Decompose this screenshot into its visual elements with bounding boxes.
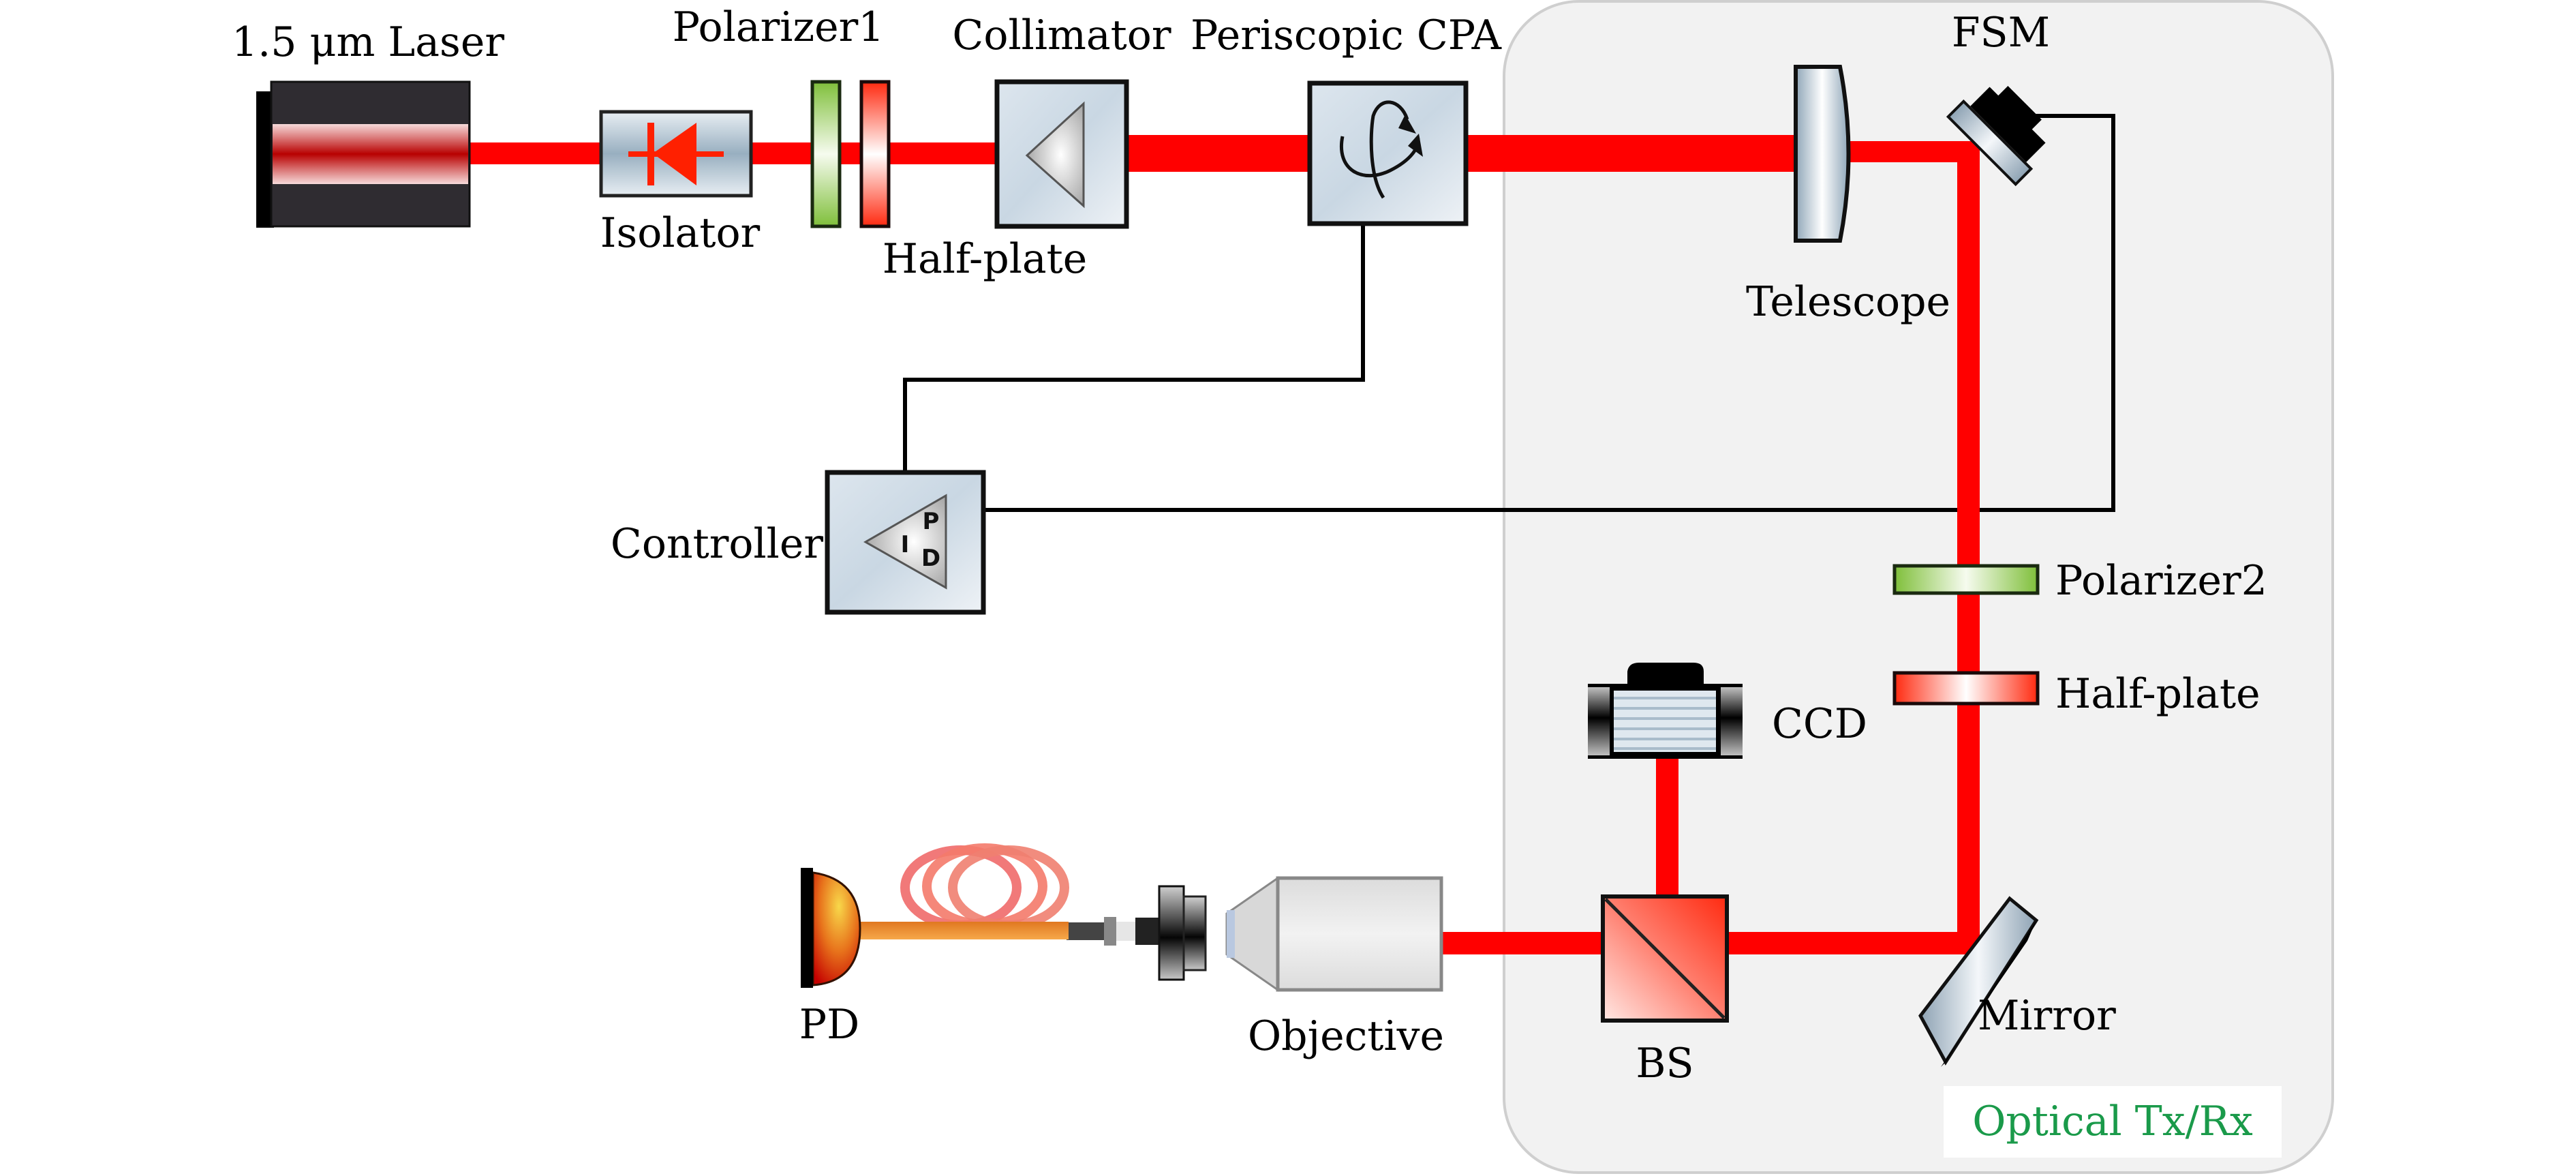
polarizer2-icon[interactable] (1892, 564, 2040, 595)
laser-label: 1.5 μm Laser (232, 18, 504, 66)
wire-controller-fsm (983, 114, 2115, 512)
pid-controller-icon[interactable]: P I D (825, 470, 986, 615)
beam-laser-isolator (468, 142, 601, 164)
halfplate1-icon[interactable] (859, 80, 891, 228)
collimator-icon[interactable] (994, 79, 1129, 229)
cpa-label: Periscopic CPA (1191, 12, 1502, 59)
telescope-lens-icon[interactable] (1794, 65, 1851, 243)
ccd-sensor-stripes (1614, 691, 1716, 752)
laser-beams (468, 135, 1980, 954)
beam-cpa-telescope (1465, 135, 1796, 172)
halfplate2-icon[interactable] (1892, 671, 2040, 706)
ccd-label: CCD (1772, 700, 1867, 748)
polarizer1-icon[interactable] (810, 80, 842, 228)
mirror-icon[interactable] (1918, 896, 2039, 1067)
ccd-camera-icon[interactable] (1588, 663, 1743, 759)
controller-label: Controller (611, 520, 823, 568)
fiber-connector-icon (1067, 885, 1207, 981)
polarizer1-label: Polarizer1 (673, 3, 885, 51)
telescope-label: Telescope (1746, 278, 1950, 326)
fsm-label: FSM (1952, 9, 2050, 57)
beam-bs-objective (1441, 932, 1603, 954)
pid-glyph-d: D (921, 545, 940, 572)
isolator-label: Isolator (600, 209, 761, 257)
pid-glyph-i: I (901, 531, 910, 558)
mirror-label: Mirror (1978, 992, 2116, 1040)
control-wires (903, 114, 2115, 512)
beam-collimator-cpa (1126, 135, 1310, 172)
enclosure-label: Optical Tx/Rx (1972, 1098, 2253, 1145)
beam-bs-ccd (1656, 759, 1678, 896)
halfplate2-label: Half-plate (2055, 670, 2260, 718)
beam-splitter-icon[interactable] (1601, 894, 1729, 1023)
fast-steering-mirror-icon[interactable] (1946, 72, 2061, 187)
laser-source-icon[interactable] (256, 80, 471, 228)
beam-fsm-mirror (1957, 141, 1980, 954)
pid-glyph-p: P (923, 508, 940, 535)
polarizer2-label: Polarizer2 (2055, 557, 2267, 605)
enclosure-label-box (1944, 1086, 2282, 1158)
fiber-coil-icon (857, 843, 1069, 939)
optical-isolator-icon[interactable] (599, 110, 753, 198)
polarization-controller-icon[interactable] (1307, 80, 1469, 226)
bs-label: BS (1636, 1040, 1693, 1087)
beam-mirror-bs (1727, 932, 1980, 954)
objective-label: Objective (1248, 1012, 1444, 1060)
halfplate1-label: Half-plate (883, 235, 1088, 283)
pd-label: PD (799, 1001, 859, 1049)
photodetector-icon[interactable] (801, 868, 861, 988)
objective-lens-icon[interactable] (1225, 876, 1443, 992)
beam-telescope-fsm (1843, 141, 1978, 162)
wire-cpa-controller (903, 224, 1365, 472)
collimator-label: Collimator (952, 12, 1171, 59)
